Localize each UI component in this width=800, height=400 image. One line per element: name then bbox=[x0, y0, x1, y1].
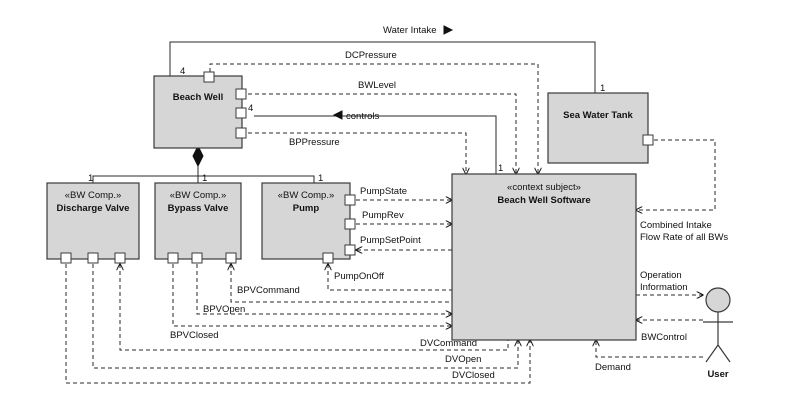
multiplicity-tank: 1 bbox=[600, 83, 605, 94]
bw-level-label: BWLevel bbox=[358, 80, 396, 91]
port bbox=[235, 88, 247, 100]
demand-label: Demand bbox=[595, 362, 631, 373]
beach-well-software-component[interactable]: «context subject» Beach Well Software bbox=[451, 173, 637, 341]
dc-pressure-label: DCPressure bbox=[345, 50, 397, 61]
port bbox=[167, 252, 179, 264]
actor-head-icon bbox=[705, 287, 731, 313]
port bbox=[235, 127, 247, 139]
multiplicity-pump: 1 bbox=[318, 173, 323, 184]
user-actor[interactable]: User bbox=[703, 287, 733, 380]
bpv-closed-label: BPVClosed bbox=[170, 330, 219, 341]
dv-open-connector bbox=[92, 264, 518, 369]
port bbox=[191, 252, 203, 264]
port bbox=[344, 218, 356, 230]
dv-command-label: DVCommand bbox=[420, 338, 477, 349]
dv-command-connector bbox=[120, 264, 509, 351]
software-stereotype: «context subject» bbox=[507, 182, 581, 193]
direction-arrow-icon bbox=[332, 110, 343, 120]
bpv-command-connector bbox=[231, 264, 452, 303]
multiplicity-beach-well-top: 4 bbox=[180, 66, 185, 77]
bypass-valve-stereotype: «BW Comp.» bbox=[170, 190, 227, 201]
pump-stereotype: «BW Comp.» bbox=[278, 190, 335, 201]
pump-component[interactable]: «BW Comp.» Pump bbox=[261, 182, 356, 264]
operation-information-label-2: Information bbox=[640, 282, 688, 293]
multiplicity-software: 1 bbox=[498, 163, 503, 174]
pump-rev-label: PumpRev bbox=[362, 210, 404, 221]
port bbox=[114, 252, 126, 264]
bpv-open-connector bbox=[196, 264, 452, 314]
discharge-valve-stereotype: «BW Comp.» bbox=[65, 190, 122, 201]
composition-diamond-icon bbox=[192, 144, 204, 168]
combined-intake-connector bbox=[636, 139, 716, 210]
pump-set-point-label: PumpSetPoint bbox=[360, 235, 421, 246]
controls-label: controls bbox=[346, 111, 380, 122]
pump-on-off-label: PumpOnOff bbox=[334, 271, 384, 282]
bp-pressure-label: BPPressure bbox=[289, 137, 340, 148]
discharge-valve-name: Discharge Valve bbox=[57, 203, 130, 214]
beach-well-name: Beach Well bbox=[173, 92, 224, 103]
aggregation-connector bbox=[198, 175, 315, 183]
port bbox=[642, 134, 654, 146]
pump-state-label: PumpState bbox=[360, 186, 407, 197]
port bbox=[225, 252, 237, 264]
demand-connector bbox=[596, 340, 703, 358]
dv-open-label: DVOpen bbox=[445, 354, 481, 365]
port bbox=[235, 107, 247, 119]
discharge-valve-component[interactable]: «BW Comp.» Discharge Valve bbox=[46, 182, 140, 264]
bw-control-label: BWControl bbox=[641, 332, 687, 343]
dv-closed-label: DVClosed bbox=[452, 370, 495, 381]
port bbox=[344, 194, 356, 206]
pump-on-off-connector bbox=[328, 264, 452, 291]
multiplicity-beach-well-right: 4 bbox=[248, 103, 253, 114]
water-intake-connector bbox=[169, 41, 596, 93]
bpv-open-label: BPVOpen bbox=[203, 304, 245, 315]
bp-pressure-connector bbox=[248, 132, 466, 174]
port bbox=[87, 252, 99, 264]
port bbox=[344, 244, 356, 256]
operation-information-label-1: Operation bbox=[640, 270, 682, 281]
direction-arrow-icon bbox=[443, 25, 454, 35]
bpv-closed-connector bbox=[172, 264, 452, 326]
multiplicity-discharge-valve: 1 bbox=[88, 173, 93, 184]
port bbox=[60, 252, 72, 264]
combined-intake-label-1: Combined Intake bbox=[640, 220, 712, 231]
user-name: User bbox=[707, 369, 728, 380]
software-name: Beach Well Software bbox=[497, 195, 590, 206]
sea-water-tank-component[interactable]: Sea Water Tank bbox=[547, 92, 654, 164]
dc-pressure-connector bbox=[209, 63, 538, 174]
sea-water-tank-name: Sea Water Tank bbox=[563, 110, 633, 121]
aggregation-connector bbox=[92, 166, 199, 183]
water-intake-label: Water Intake bbox=[383, 25, 437, 36]
dv-closed-connector bbox=[65, 264, 530, 384]
controls-connector bbox=[254, 115, 497, 174]
pump-name: Pump bbox=[293, 203, 320, 214]
bypass-valve-name: Bypass Valve bbox=[168, 203, 229, 214]
port bbox=[203, 71, 215, 83]
port bbox=[322, 252, 334, 264]
combined-intake-label-2: Flow Rate of all BWs bbox=[640, 232, 728, 243]
bw-level-connector bbox=[248, 93, 516, 174]
bypass-valve-component[interactable]: «BW Comp.» Bypass Valve bbox=[154, 182, 242, 264]
bpv-command-label: BPVCommand bbox=[237, 285, 300, 296]
beach-well-component[interactable]: Beach Well bbox=[153, 71, 247, 149]
multiplicity-bypass-valve: 1 bbox=[202, 173, 207, 184]
